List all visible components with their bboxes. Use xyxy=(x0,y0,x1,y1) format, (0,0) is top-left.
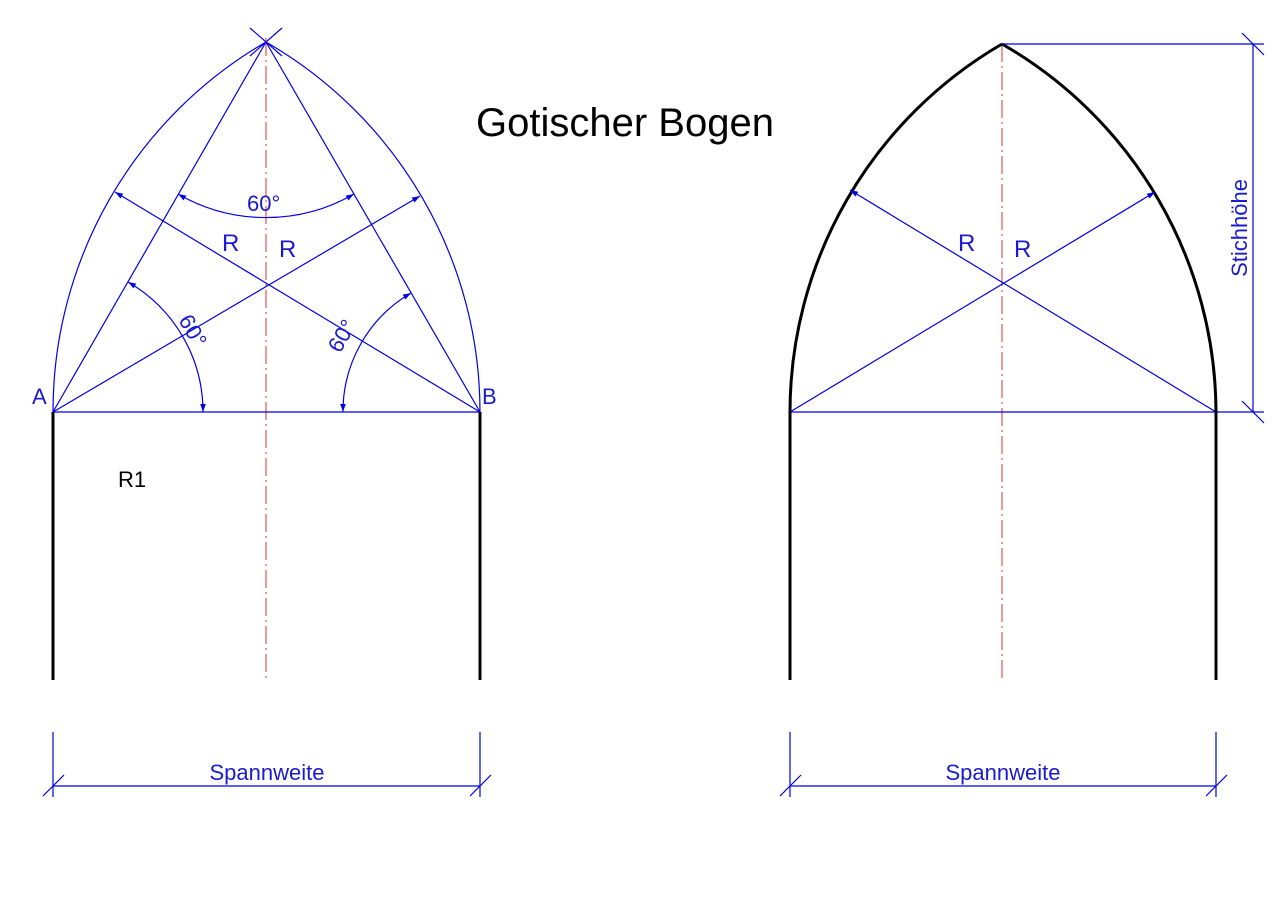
span-tick-right xyxy=(469,774,492,797)
line-b-apex xyxy=(265,41,481,413)
point-a-label: A xyxy=(32,384,47,409)
angle-arc-b xyxy=(340,292,412,413)
radius-line-b xyxy=(114,191,481,413)
rise-label: Stichhöhe xyxy=(1227,179,1252,277)
angle-a-label: 60° xyxy=(174,310,212,351)
radius-line-a xyxy=(789,191,1156,413)
radius-line-a xyxy=(52,195,421,413)
angle-arc-a xyxy=(127,281,206,413)
right-arch: R R Stichhöhe Spannweite xyxy=(779,32,1265,797)
radius-label-right: R xyxy=(1014,236,1031,263)
arc-from-a xyxy=(265,41,481,413)
span-tick-right xyxy=(1205,774,1228,797)
left-construction: A B 60° R R 60° 60° R1 Spannweite xyxy=(32,27,497,797)
angle-b-label: 60° xyxy=(323,315,361,356)
span-label: Spannweite xyxy=(946,760,1061,785)
line-a-apex xyxy=(52,41,267,413)
rise-tick-bottom xyxy=(1241,400,1265,424)
arch-left-arc xyxy=(788,42,1003,413)
region-label: R1 xyxy=(118,467,146,492)
title: Gotischer Bogen xyxy=(476,101,774,145)
span-tick-left xyxy=(779,774,802,797)
radius-label-right: R xyxy=(279,236,296,263)
apex-angle-label: 60° xyxy=(247,191,280,216)
point-b-label: B xyxy=(482,384,497,409)
span-label: Spannweite xyxy=(210,760,325,785)
rise-tick-top xyxy=(1241,32,1265,56)
apex-angle-arc xyxy=(177,193,355,219)
radius-line-b xyxy=(849,189,1217,413)
radius-label-left: R xyxy=(222,230,239,257)
span-tick-left xyxy=(42,774,65,797)
arch-right-arc xyxy=(1001,42,1218,413)
radius-label-left: R xyxy=(958,230,975,257)
arc-from-b xyxy=(52,41,267,413)
